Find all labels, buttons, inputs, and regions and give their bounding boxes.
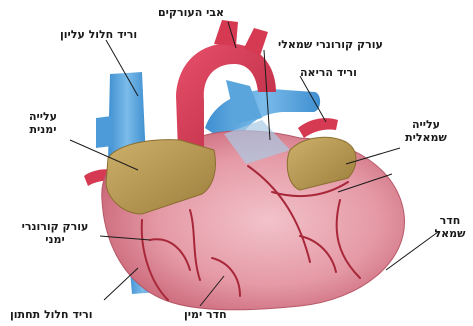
label-left-ventricle: חדר שמאל [430, 214, 470, 240]
label-inferior-vena-cava: וריד חלול תחתון [10, 308, 93, 321]
label-right-atrium: עלייה ימנית [18, 110, 68, 136]
label-left-ventricle-line1: חדר [430, 214, 470, 227]
label-left-atrium-line1: עלייה [396, 118, 456, 131]
label-right-atrium-line1: עלייה [18, 110, 68, 123]
label-superior-vena-cava: וריד חלול עליון [60, 28, 137, 41]
label-aortic-arch: אבי העורקים [158, 6, 224, 19]
label-right-ventricle: חדר ימין [184, 308, 227, 321]
label-left-coronary-artery: עורק קורונרי שמאלי [278, 38, 383, 51]
label-left-atrium: עלייה שמאלית [396, 118, 456, 144]
label-left-ventricle-line2: שמאל [430, 227, 470, 240]
label-right-coronary-line1: עורק קורונרי [14, 220, 96, 233]
label-left-atrium-line2: שמאלית [396, 131, 456, 144]
label-pulmonary-vein: וריד הריאה [300, 66, 357, 79]
label-right-coronary-line2: ימני [14, 233, 96, 246]
label-right-coronary-artery: עורק קורונרי ימני [14, 220, 96, 246]
label-right-atrium-line2: ימנית [18, 123, 68, 136]
pulmonary-vein-shape [298, 118, 338, 138]
